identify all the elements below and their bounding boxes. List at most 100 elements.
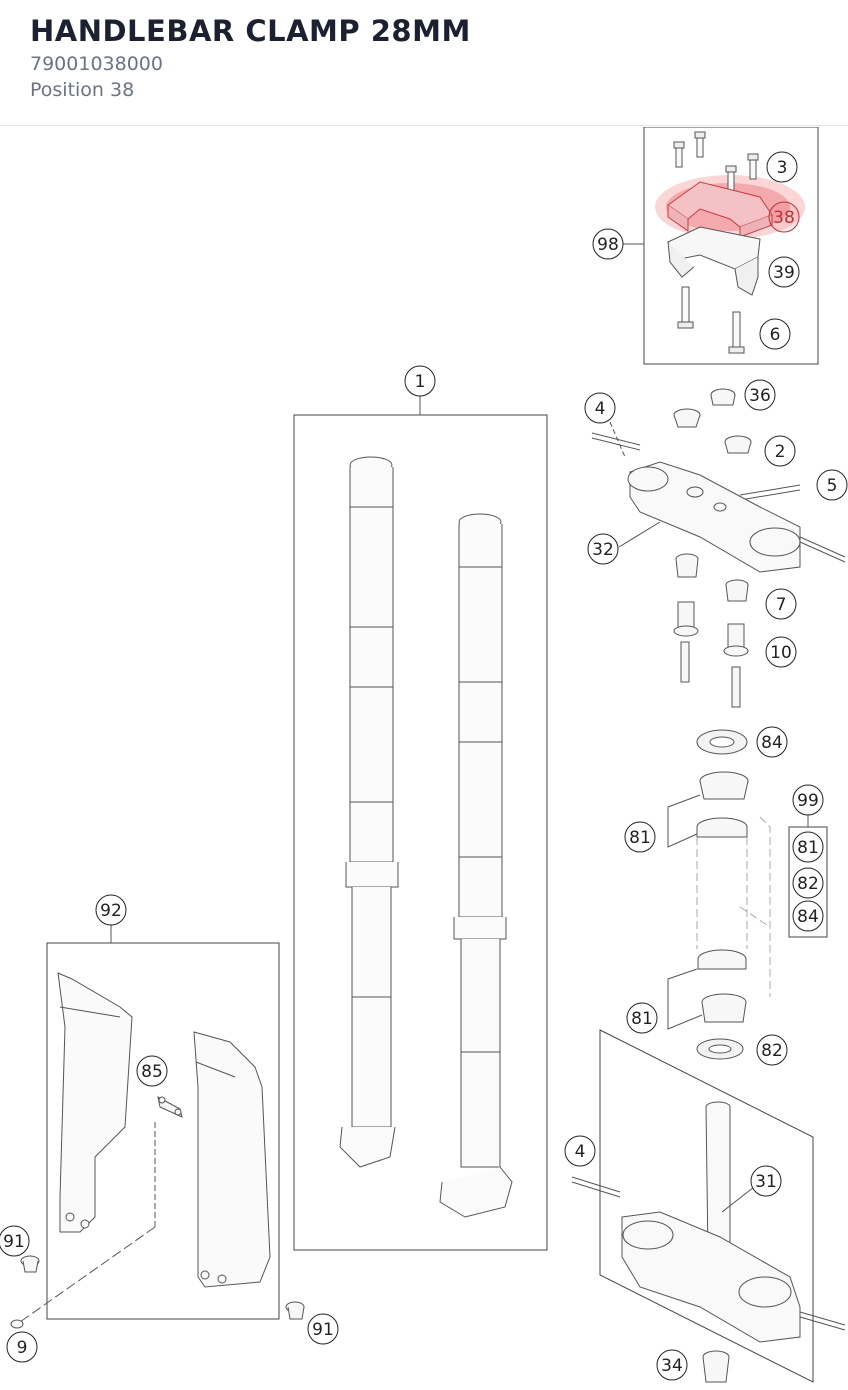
screw-9[interactable] [10, 1319, 24, 1329]
callout-circle [768, 256, 800, 288]
callout-circle [307, 1313, 339, 1345]
callout-92[interactable]: 92 [95, 894, 127, 926]
callout-6[interactable]: 6 [759, 318, 791, 350]
callout-label: 9 [17, 1338, 28, 1358]
page-title: HANDLEBAR CLAMP 28MM [30, 14, 471, 48]
upper-triple-clamp-group [591, 388, 846, 755]
callout-label: 92 [100, 901, 122, 921]
fork-leg-left[interactable] [339, 456, 399, 1168]
callout-81[interactable]: 81 [792, 831, 824, 863]
bearing-81-lower[interactable] [697, 949, 747, 1023]
callout-circle [0, 1225, 30, 1257]
callout-label: 31 [755, 1172, 777, 1192]
callout-2[interactable]: 2 [764, 435, 796, 467]
screw-91-left[interactable] [20, 1255, 40, 1273]
callout-39[interactable]: 39 [768, 256, 800, 288]
callout-label: 91 [3, 1232, 25, 1252]
callout-1[interactable]: 1 [404, 365, 436, 397]
part-number: 79001038000 [30, 53, 163, 75]
callout-circle [792, 831, 824, 863]
callout-circle [750, 1165, 782, 1197]
callout-label: 34 [661, 1356, 683, 1376]
callout-circle [765, 636, 797, 668]
callout-circle [792, 867, 824, 899]
callout-label: 81 [797, 838, 819, 858]
callout-5[interactable]: 5 [816, 469, 848, 501]
callout-circle [756, 1034, 788, 1066]
callout-3[interactable]: 3 [766, 151, 798, 183]
fork-protector-right[interactable] [193, 1031, 271, 1288]
sleeve-10[interactable] [673, 601, 749, 708]
callout-label: 6 [770, 325, 781, 345]
callout-32[interactable]: 32 [587, 533, 619, 565]
callout-84[interactable]: 84 [792, 900, 824, 932]
screw-91-right[interactable] [285, 1301, 305, 1320]
callout-circle [136, 1055, 168, 1087]
clamp-screw-3[interactable] [673, 131, 759, 192]
callout-circle [764, 435, 796, 467]
handlebar-clamp-bottom-39[interactable] [667, 226, 761, 296]
callout-31[interactable]: 31 [750, 1165, 782, 1197]
bearing-kit-frame [788, 826, 828, 938]
callout-34[interactable]: 34 [656, 1349, 688, 1381]
lower-triple-clamp-body[interactable] [621, 1211, 801, 1343]
callout-label: 81 [631, 1009, 653, 1029]
callout-85[interactable]: 85 [136, 1055, 168, 1087]
callout-38[interactable]: 38 [768, 201, 800, 233]
steering-stem-31[interactable] [705, 1101, 731, 1258]
fork-protector-frame [46, 942, 280, 1320]
fork-leg-right[interactable] [439, 513, 513, 1218]
callout-91[interactable]: 91 [0, 1225, 30, 1257]
callout-9[interactable]: 9 [6, 1331, 38, 1363]
cable-guide-85[interactable] [157, 1096, 183, 1118]
callout-91[interactable]: 91 [307, 1313, 339, 1345]
callout-label: 81 [629, 828, 651, 848]
diagram-svg: 3389839614362532710849981818284928182854… [0, 126, 848, 1383]
bearing-seal-82[interactable] [696, 1038, 744, 1060]
callout-81[interactable]: 81 [624, 821, 656, 853]
washer-2[interactable] [724, 435, 752, 454]
callout-99[interactable]: 99 [792, 784, 824, 816]
callout-4[interactable]: 4 [584, 392, 616, 424]
callout-label: 38 [773, 208, 795, 228]
callout-36[interactable]: 36 [744, 379, 776, 411]
upper-triple-clamp-32[interactable] [627, 461, 801, 573]
callout-label: 98 [597, 235, 619, 255]
steering-stem-nut-36[interactable] [673, 388, 736, 428]
leader-81-lower [667, 968, 703, 1030]
callout-98[interactable]: 98 [592, 228, 624, 260]
callout-82[interactable]: 82 [756, 1034, 788, 1066]
callout-10[interactable]: 10 [765, 636, 797, 668]
clamp-bolt-6[interactable] [677, 286, 745, 354]
leader-32 [618, 521, 661, 548]
callout-84[interactable]: 84 [756, 726, 788, 758]
rubber-bushing-7[interactable] [675, 553, 749, 602]
dust-seal-84[interactable] [696, 729, 748, 755]
callout-label: 4 [575, 1142, 586, 1162]
steering-tube-outline [696, 816, 771, 997]
bearing-81-upper[interactable] [696, 771, 749, 838]
callout-circle [756, 726, 788, 758]
callout-label: 32 [592, 540, 614, 560]
clamp-bolt-4-upper[interactable] [591, 421, 641, 458]
callout-label: 1 [415, 372, 426, 392]
handlebar-clamp-top-38[interactable] [667, 181, 773, 238]
callout-82[interactable]: 82 [792, 867, 824, 899]
callout-circle [792, 900, 824, 932]
callout-label: 7 [776, 595, 787, 615]
callout-81[interactable]: 81 [626, 1002, 658, 1034]
callout-circle [404, 365, 436, 397]
fork-legs-group [293, 394, 548, 1251]
callout-label: 91 [312, 1320, 334, 1340]
callout-4[interactable]: 4 [564, 1135, 596, 1167]
fork-protector-left[interactable] [57, 972, 133, 1233]
callout-label: 5 [827, 476, 838, 496]
callout-label: 36 [749, 386, 771, 406]
clamp-bolt-4-lower[interactable] [571, 1176, 846, 1331]
part-position: Position 38 [30, 79, 135, 101]
callout-7[interactable]: 7 [765, 588, 797, 620]
stem-nut-34[interactable] [702, 1350, 730, 1383]
clamp-bolt-5[interactable] [739, 484, 846, 563]
